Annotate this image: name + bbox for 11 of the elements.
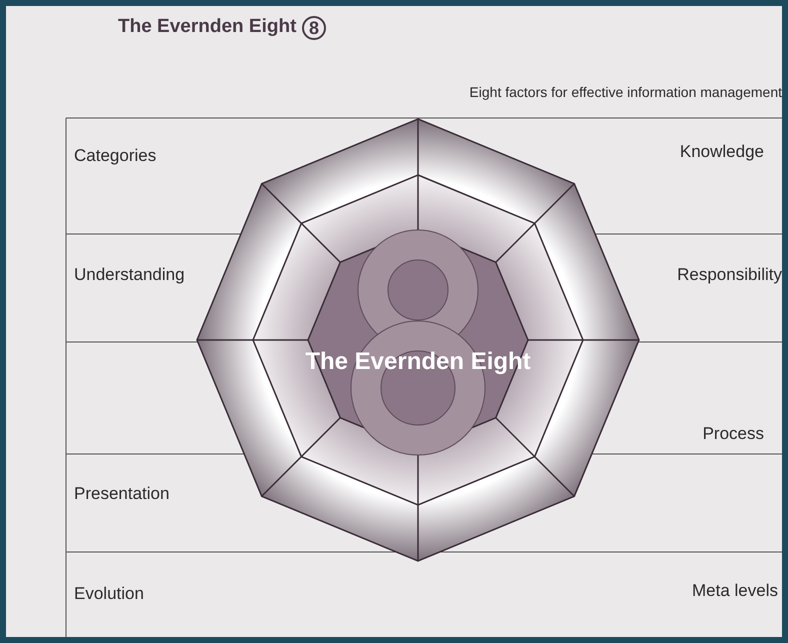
factor-label: Categories <box>74 146 156 166</box>
factor-label: Evolution <box>74 584 144 604</box>
factor-label: Process <box>702 424 764 444</box>
subtitle: Eight factors for effective information management <box>469 84 782 100</box>
factor-label: Meta levels <box>692 581 778 601</box>
factor-label: Understanding <box>74 265 185 285</box>
factor-label: Presentation <box>74 484 170 504</box>
factor-label: Knowledge <box>680 142 764 162</box>
factor-label: Responsibility <box>677 265 782 285</box>
title: The Evernden Eight <box>118 16 296 38</box>
number-badge: 8 <box>302 16 326 40</box>
